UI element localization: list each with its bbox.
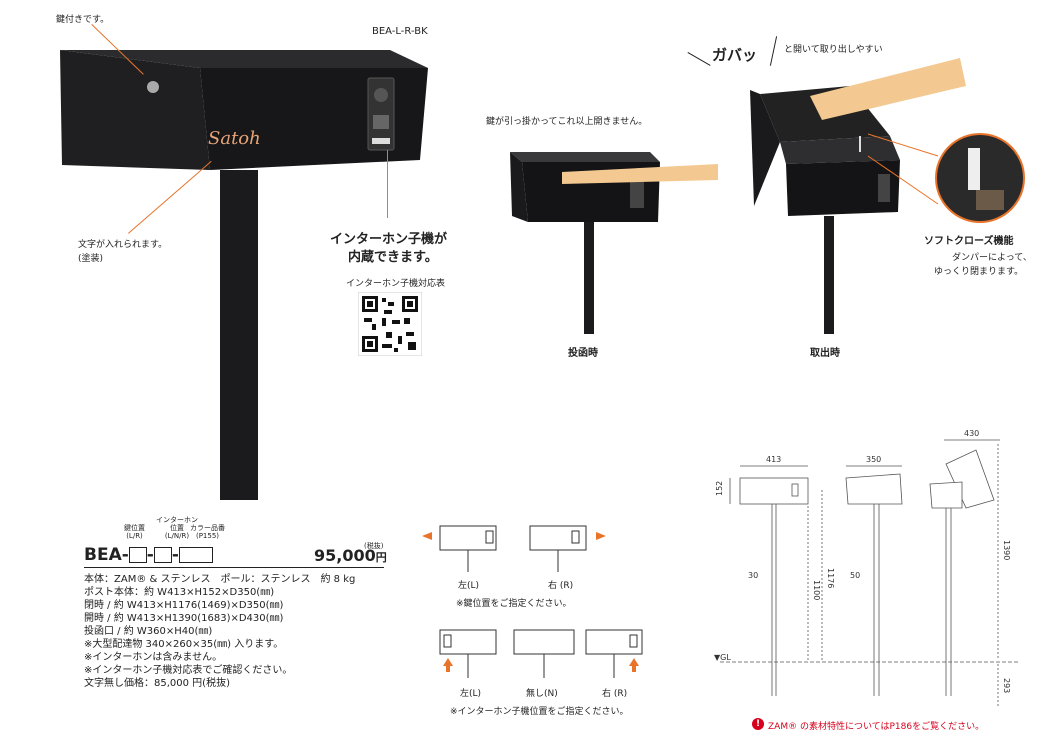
- intercom-table-label: インターホン子機対応表: [346, 279, 446, 289]
- lettering-callout: 文字が入れられます。: [78, 240, 168, 250]
- dim-pole30: 30: [748, 571, 758, 580]
- intercom-position-note: ※インターホン子機位置をご指定ください。: [450, 707, 629, 717]
- gabattsu-text: ガバッ: [712, 46, 758, 64]
- spec-line: 開時 / 約 W413×H1390(1683)×D430(㎜): [84, 613, 284, 624]
- gabattsu-note: と開いて取り出しやすい: [784, 45, 883, 55]
- color-box[interactable]: [178, 547, 213, 563]
- price-value: 95,000: [314, 546, 376, 565]
- soft-close-text-1: ダンパーによって、: [952, 253, 1032, 263]
- dim-d430: 430: [964, 429, 979, 438]
- price: 95,000円: [314, 546, 387, 565]
- soft-close-text-2: ゆっくり閉まります。: [934, 267, 1024, 277]
- dim-h1390: 1390: [1002, 540, 1011, 560]
- dim-h152: 152: [715, 481, 724, 496]
- key-pos-label: 鍵位置: [124, 524, 145, 532]
- zam-note[interactable]: ZAM® の素材特性についてはP186をご覧ください。: [768, 722, 985, 732]
- intercom-pos-header: インターホン 位置 (L/N/R): [156, 516, 198, 540]
- code-prefix: BEA-: [84, 545, 129, 565]
- key-pos-options: (L/R): [126, 532, 143, 540]
- color-label: カラー品番: [190, 524, 225, 532]
- intercom-pos-label-2: 位置: [170, 524, 184, 532]
- alert-icon: !: [752, 718, 764, 730]
- gabattsu-line-left: [687, 52, 711, 66]
- intercom-pos-options: (L/N/R): [164, 532, 190, 540]
- key-callout: 鍵付きです。: [56, 15, 110, 25]
- intercom-right-label: 右 (R): [602, 689, 628, 699]
- key-position-diagram: [422, 525, 606, 572]
- key-pos-box[interactable]: [128, 547, 147, 563]
- spec-line: 本体：ZAM® & ステンレス ポール：ステンレス 約 8 kg: [84, 574, 356, 585]
- spec-list: 本体：ZAM® & ステンレス ポール：ステンレス 約 8 kg ポスト本体：約…: [84, 573, 355, 690]
- spec-line: 閉時 / 約 W413×H1176(1469)×D350(㎜): [84, 600, 284, 611]
- model-tag: BEA-L-R-BK: [372, 26, 428, 37]
- dim-h1100: 1100: [812, 580, 821, 600]
- deposit-label: 投函時: [568, 348, 598, 359]
- intercom-callout: インターホン子機が: [330, 232, 448, 247]
- soft-close-zoom: [867, 133, 1025, 223]
- product-code: BEA---: [84, 545, 213, 565]
- spec-line: ポスト本体：約 W413×H152×D350(㎜): [84, 587, 275, 598]
- takeout-image: [750, 58, 966, 334]
- main-product-image: [60, 50, 428, 500]
- intercom-callout-2: 内蔵できます。: [348, 250, 438, 265]
- key-right-label: 右 (R): [548, 581, 574, 591]
- intercom-callout-line: [387, 150, 388, 218]
- intercom-left-label: 左(L): [460, 689, 482, 699]
- spec-line: 文字無し価格：85,000 円(税抜): [84, 678, 230, 689]
- deposit-image: [510, 152, 718, 334]
- dim-w413: 413: [766, 455, 781, 464]
- spec-line: ※大型配達物 340×260×35(㎜) 入ります。: [84, 639, 284, 650]
- intercom-position-diagram: [439, 629, 643, 678]
- key-pos-header: 鍵位置 (L/R): [124, 524, 145, 540]
- soft-close-title: ソフトクローズ機能: [924, 236, 1014, 247]
- color-ref: (P155): [195, 532, 220, 540]
- technical-drawing: 413 350 430 152 30 50 1100 1176 1390 ▼GL…: [714, 429, 1020, 706]
- intercom-pos-box[interactable]: [153, 547, 172, 563]
- key-position-note: ※鍵位置をご指定ください。: [456, 599, 572, 609]
- spec-line: ※インターホンは含みません。: [84, 652, 223, 663]
- intercom-pos-label-1: インターホン: [156, 516, 198, 524]
- dim-pole50: 50: [850, 571, 860, 580]
- color-header: カラー品番 (P155): [190, 524, 225, 540]
- price-unit: 円: [375, 551, 387, 564]
- hook-note: 鍵が引っ掛かってこれ以上開きません。: [486, 117, 648, 127]
- spec-line: ※インターホン子機対応表でご確認ください。: [84, 665, 293, 676]
- lettering-callout-sub: (塗装): [78, 254, 104, 264]
- code-underline: [84, 567, 384, 568]
- dim-h1176: 1176: [826, 568, 835, 588]
- qr-code[interactable]: [358, 292, 422, 356]
- spec-line: 投函口 / 約 W360×H40(㎜): [84, 626, 213, 637]
- dim-d350: 350: [866, 455, 881, 464]
- tax-note: (税抜): [364, 542, 384, 550]
- takeout-label: 取出時: [810, 348, 840, 359]
- dim-h293: 293: [1002, 678, 1011, 693]
- key-left-label: 左(L): [458, 581, 480, 591]
- nameplate-lettering: Satoh: [208, 128, 261, 149]
- ground-level-label: ▼GL: [714, 653, 731, 662]
- intercom-none-label: 無し(N): [526, 689, 558, 699]
